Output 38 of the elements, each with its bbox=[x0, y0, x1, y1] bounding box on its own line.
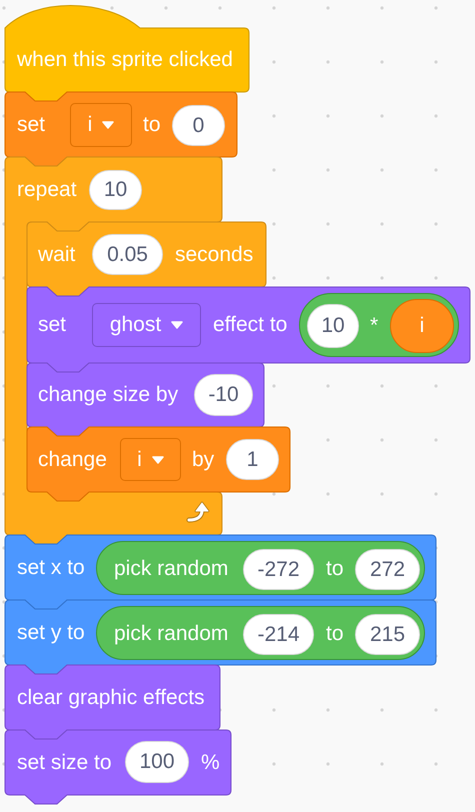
set-size-block bbox=[4, 729, 232, 806]
operator-sign: * bbox=[370, 313, 378, 339]
block-label: change bbox=[38, 446, 107, 472]
block-label: repeat bbox=[17, 176, 77, 202]
variable-dropdown: i bbox=[70, 103, 132, 147]
number-input: 10 bbox=[307, 304, 359, 348]
block-label: set size to bbox=[17, 750, 112, 776]
set-y-block bbox=[4, 599, 437, 676]
block-label: to bbox=[326, 621, 344, 647]
block-label: to bbox=[326, 556, 344, 582]
clear-effects-block bbox=[4, 664, 221, 741]
effect-dropdown: ghost bbox=[92, 303, 201, 347]
block-label: clear graphic effects bbox=[17, 684, 205, 710]
change-variable-block bbox=[26, 426, 291, 503]
event-hat-block bbox=[4, 4, 250, 103]
block-label: by bbox=[192, 446, 214, 472]
block-label: when this sprite clicked bbox=[17, 47, 233, 73]
number-input: 272 bbox=[355, 549, 420, 590]
variable-dropdown: i bbox=[120, 438, 181, 481]
number-input: 215 bbox=[355, 614, 420, 655]
pick-random-block bbox=[96, 541, 425, 595]
variable-reporter: i bbox=[390, 299, 454, 353]
number-input: -214 bbox=[243, 614, 314, 655]
pick-random-block bbox=[96, 606, 425, 660]
number-input: -272 bbox=[243, 549, 314, 590]
block-label: % bbox=[201, 750, 220, 776]
block-label: set bbox=[38, 312, 66, 338]
block-label: pick random bbox=[114, 556, 228, 582]
block-label: change size by bbox=[38, 382, 178, 408]
block-label: seconds bbox=[175, 242, 254, 268]
block-label: set x to bbox=[17, 554, 85, 580]
block-label: set y to bbox=[17, 620, 85, 646]
set-effect-block bbox=[26, 286, 471, 374]
block-label: to bbox=[143, 112, 161, 138]
block-label: pick random bbox=[114, 621, 228, 647]
block-label: effect to bbox=[213, 312, 288, 338]
block-label: wait bbox=[38, 242, 76, 268]
block-label: set bbox=[17, 112, 46, 138]
